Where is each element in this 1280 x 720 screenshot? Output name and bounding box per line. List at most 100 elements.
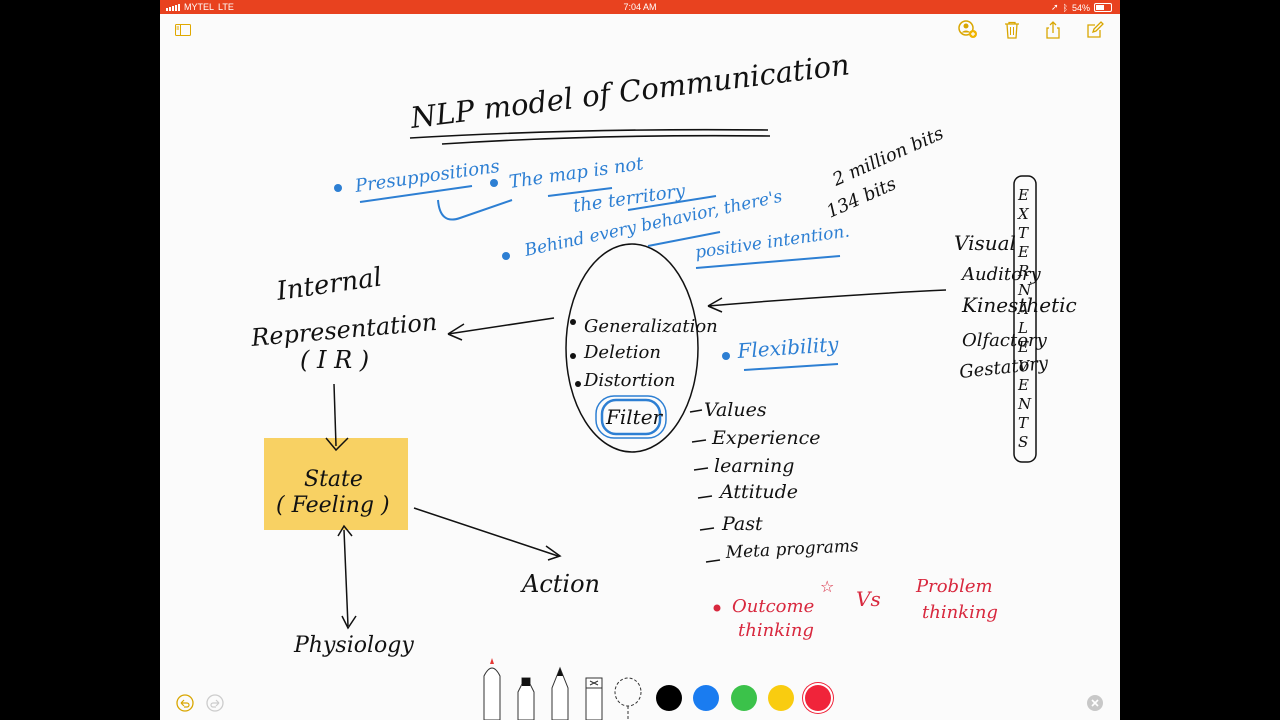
map-underline [547, 187, 613, 197]
compose-icon[interactable] [1083, 18, 1107, 42]
map-line-1: The map is not [508, 153, 646, 193]
dash [693, 467, 709, 471]
star-icon: ☆ [820, 577, 834, 596]
arrow-head-ir [447, 323, 465, 341]
lasso-tool[interactable] [614, 677, 642, 720]
battery-percent: 54% [1071, 2, 1090, 13]
status-right: ➚ ᛒ 54% [1051, 2, 1112, 13]
tool-set [483, 658, 642, 720]
status-left: MYTEL LTE [166, 2, 234, 12]
location-icon: ➚ [1051, 2, 1059, 12]
external-letter: E [1017, 376, 1029, 394]
redo-icon[interactable] [206, 694, 224, 716]
external-letter: R [1017, 262, 1029, 280]
generalization-text: Generalization [584, 316, 718, 337]
filter-learning: learning [714, 455, 794, 477]
close-icon[interactable] [1087, 695, 1103, 715]
dash [699, 527, 715, 531]
deletion-text: Deletion [583, 342, 661, 363]
arrow-physiology [343, 529, 349, 627]
outcome-line-2: thinking [738, 620, 814, 641]
arrow-to-state [333, 383, 337, 447]
trash-icon[interactable] [1000, 18, 1024, 42]
battery-icon [1094, 3, 1112, 12]
share-icon[interactable] [1041, 18, 1065, 42]
add-person-icon[interactable] [956, 18, 980, 42]
bullet-dot-2 [490, 179, 498, 187]
filter-past: Past [721, 513, 763, 535]
external-letter: N [1017, 281, 1032, 299]
color-yellow-swatch[interactable] [768, 685, 794, 711]
status-bar: MYTEL LTE 7:04 AM ➚ ᛒ 54% [160, 0, 1120, 14]
title-underline-2 [441, 134, 771, 145]
color-red-swatch[interactable] [805, 685, 831, 711]
bullet-dot-3 [502, 252, 510, 260]
problem-line-1: Problem [915, 576, 993, 597]
external-letter: T [1018, 224, 1029, 242]
color-green-swatch[interactable] [731, 685, 757, 711]
sense-auditory: Auditory [960, 264, 1042, 285]
bullet-dot [334, 184, 342, 192]
bullet-dis [575, 381, 581, 387]
note-title: NLP model of Communication [408, 47, 852, 135]
ir-line-1: Internal [274, 262, 384, 307]
presuppositions-text: Presuppositions [353, 156, 501, 197]
pen-tool[interactable] [483, 658, 501, 720]
external-letter: X [1017, 205, 1030, 223]
distortion-text: Distortion [583, 370, 676, 391]
carrier-label: MYTEL [184, 2, 215, 12]
arrow-head-state [325, 437, 349, 452]
network-label: LTE [218, 2, 234, 12]
state-text: State [304, 467, 363, 492]
sense-kinesthetic: Kinesthetic [961, 293, 1077, 317]
arrow-head-down [341, 615, 357, 630]
external-letter: S [1018, 433, 1028, 451]
filter-text: Filter [605, 405, 664, 429]
sense-visual: Visual [954, 231, 1016, 255]
presuppositions-underline [359, 185, 473, 203]
arrow-head-action [545, 545, 562, 561]
sense-olfactory: Olfactory [962, 330, 1048, 351]
external-events-box [1013, 175, 1037, 463]
behavior-underline [647, 231, 721, 247]
status-time: 7:04 AM [623, 2, 657, 12]
flexibility-text: Flexibility [736, 332, 840, 363]
filter-circle-outer [595, 395, 667, 439]
arrow-head-events [707, 297, 723, 313]
external-letter: E [1017, 243, 1029, 261]
marker-tool[interactable] [517, 677, 535, 720]
action-text: Action [520, 570, 600, 598]
color-black-swatch[interactable] [656, 685, 682, 711]
territory-underline [627, 195, 717, 211]
external-letter: L [1017, 319, 1028, 337]
vs-text: Vs [856, 587, 881, 611]
external-letter: V [1018, 357, 1031, 375]
arrow-to-action [413, 507, 559, 557]
pencil-tool[interactable] [551, 666, 569, 720]
ipad-screen: MYTEL LTE 7:04 AM ➚ ᛒ 54% NLP model of C… [160, 0, 1120, 720]
external-letter: A [1016, 300, 1029, 318]
eraser-tool[interactable] [585, 677, 603, 720]
signal-icon [166, 3, 180, 11]
dash [697, 495, 713, 499]
bluetooth-icon: ᛒ [1062, 2, 1068, 13]
state-highlight [264, 438, 408, 530]
filter-oval [565, 243, 699, 453]
arrow-head-up [337, 524, 353, 537]
external-events-letters: E X T E R N A L E V E N T S [1016, 186, 1032, 451]
problem-line-2: thinking [922, 602, 998, 623]
filter-circle [600, 398, 662, 436]
dash [689, 409, 703, 413]
ir-line-3: ( I R ) [300, 346, 369, 374]
physiology-text: Physiology [293, 633, 414, 658]
bullet-gen [570, 319, 576, 325]
sidebar-icon[interactable] [171, 18, 195, 42]
filter-values: Values [704, 399, 767, 421]
arrow-from-events [707, 289, 947, 307]
flex-underline [743, 363, 839, 371]
feeling-text: ( Feeling ) [276, 493, 390, 518]
color-blue-swatch[interactable] [693, 685, 719, 711]
dash [705, 559, 721, 563]
undo-icon[interactable] [176, 694, 194, 716]
handwriting-canvas[interactable]: NLP model of Communication Presuppositio… [160, 0, 1120, 720]
